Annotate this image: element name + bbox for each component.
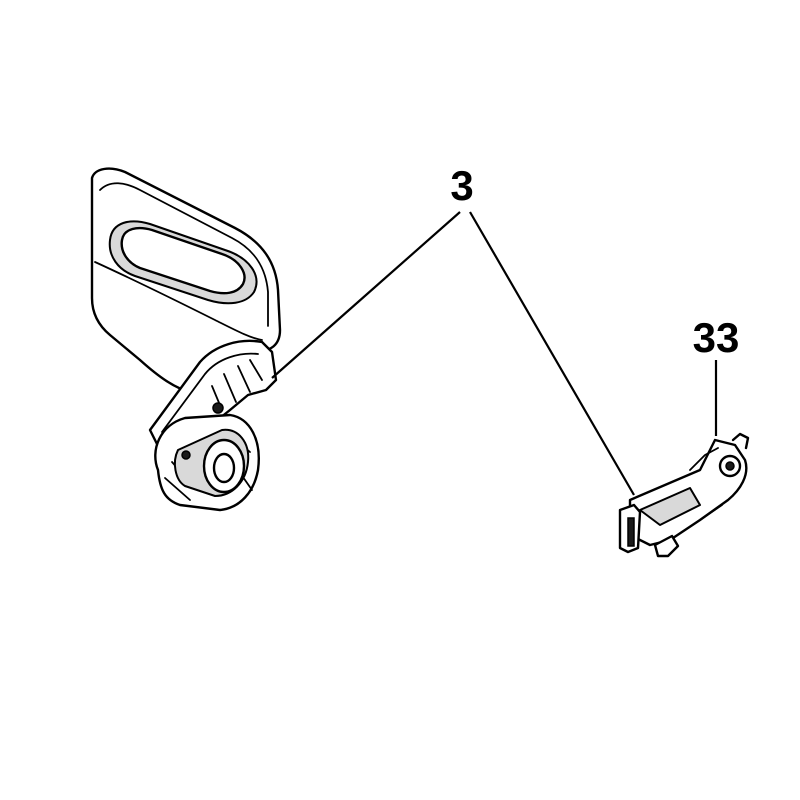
callout-3-label: 3 [450,162,473,209]
boss-bore [212,452,236,484]
lever-detail [689,447,723,521]
lever-pivot-inner [725,461,735,471]
callout-33-label: 33 [693,314,740,361]
bracket-hole [212,402,224,414]
hand-guard-rim [99,182,269,327]
bracket-detail [161,352,263,433]
leader-3-to-hand-guard [271,211,461,379]
lever-tab [731,432,750,450]
lever-arm [639,487,701,526]
lever-part [618,432,750,558]
boss-screw [181,450,191,460]
lever-hook [653,534,680,558]
hand-guard-edge [94,261,263,341]
leader-3-to-lever [469,211,635,496]
hand-guard-slot-inner [120,226,246,295]
hand-guard-part [90,167,282,512]
lever-clip-stripe [627,517,635,547]
